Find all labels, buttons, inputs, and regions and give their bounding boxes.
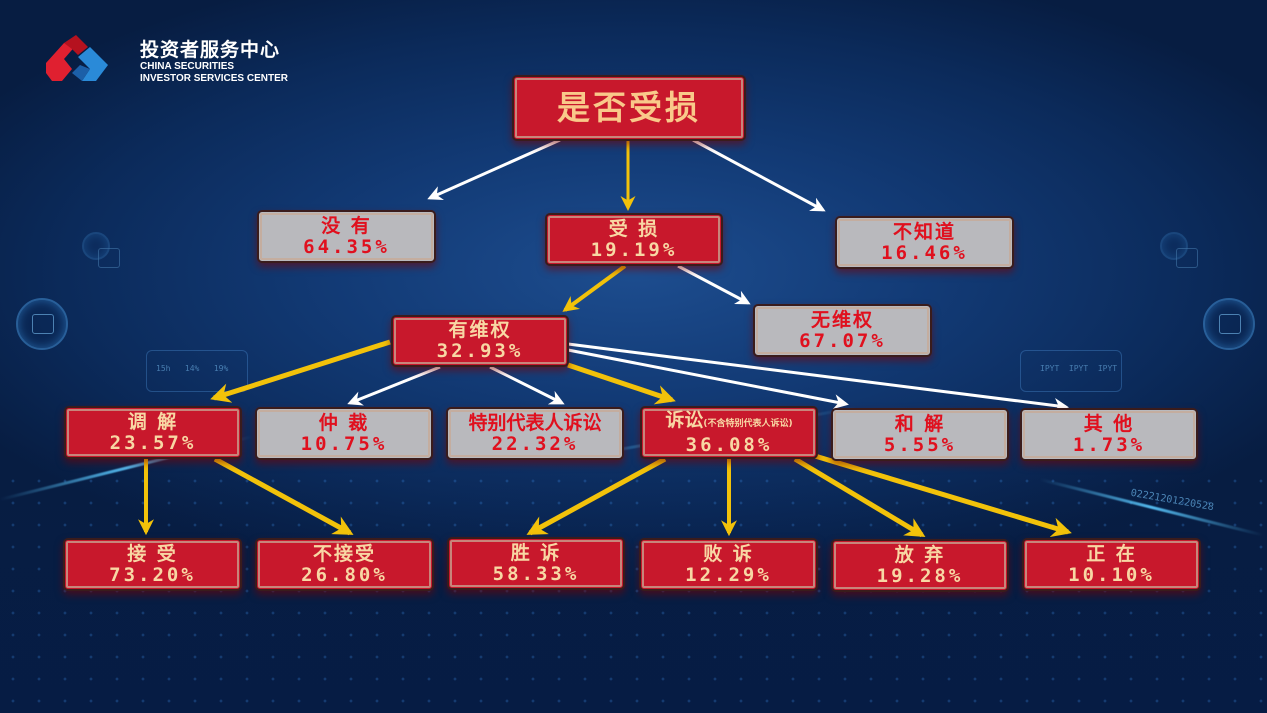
node-label: 是否受损 bbox=[557, 88, 701, 127]
arrow-rights-to-mediation bbox=[210, 339, 391, 403]
node-percent: 58.33% bbox=[492, 562, 580, 585]
node-percent: 23.57% bbox=[109, 431, 197, 454]
arrow-rights-to-arbitration bbox=[347, 365, 441, 406]
node-mediation: 调 解 23.57% bbox=[64, 406, 242, 459]
node-damaged: 受 损 19.19% bbox=[545, 213, 723, 266]
node-percent: 67.07% bbox=[799, 329, 886, 352]
hud-panel-right bbox=[1020, 350, 1122, 392]
node-percent: 19.28% bbox=[876, 564, 964, 587]
hud-value: 19% bbox=[213, 364, 229, 373]
node-accept: 接 受 73.20% bbox=[63, 538, 242, 591]
arrow-rights-to-special-litigation bbox=[489, 365, 565, 405]
node-ongoing: 正 在 10.10% bbox=[1022, 538, 1201, 591]
brand-name-en-line2: INVESTOR SERVICES CENTER bbox=[140, 73, 288, 84]
node-label: 放 弃 bbox=[894, 543, 946, 566]
node-settlement: 和 解 5.55% bbox=[831, 408, 1009, 461]
node-percent: 1.73% bbox=[1072, 433, 1146, 456]
node-label: 正 在 bbox=[1086, 542, 1137, 565]
arrow-rights-to-other bbox=[567, 342, 1069, 413]
brand-name-en: CHINA SECURITIES INVESTOR SERVICES CENTE… bbox=[140, 61, 288, 85]
node-percent: 73.20% bbox=[109, 563, 196, 586]
node-litigation: 诉讼(不含特别代表人诉讼) 36.08% bbox=[640, 406, 818, 459]
hud-panel-left bbox=[146, 350, 248, 392]
hud-value: IPYT bbox=[1040, 364, 1060, 373]
node-label: 败 诉 bbox=[703, 542, 754, 565]
node-percent: 36.08% bbox=[685, 433, 773, 456]
arrow-damaged-to-rights bbox=[562, 264, 627, 312]
node-label-note: (不含特别代表人诉讼) bbox=[703, 418, 793, 429]
arrow-litigation-to-ongoing bbox=[814, 453, 1072, 537]
node-label: 受 损 bbox=[608, 217, 660, 240]
arrow-litigation-to-win bbox=[526, 456, 667, 536]
arrow-litigation-to-abandon bbox=[793, 456, 926, 538]
node-percent: 22.32% bbox=[491, 432, 579, 455]
node-arbitration: 仲 裁 10.75% bbox=[255, 407, 433, 460]
arrow-rights-to-litigation bbox=[567, 362, 676, 405]
node-label: 仲 裁 bbox=[318, 411, 370, 434]
node-label-row: 诉讼(不含特别代表人诉讼) bbox=[665, 408, 793, 435]
arrow-root-to-unknown bbox=[692, 138, 826, 212]
hud-value: IPYT bbox=[1068, 364, 1089, 373]
node-label: 不知道 bbox=[892, 220, 956, 243]
node-label: 和 解 bbox=[894, 412, 946, 435]
node-label: 有维权 bbox=[448, 319, 512, 341]
arrow-rights-to-settlement bbox=[567, 348, 849, 410]
node-label: 其 他 bbox=[1083, 412, 1135, 435]
node-no-rights-pursued: 无维权 67.07% bbox=[753, 304, 932, 357]
node-label: 胜 诉 bbox=[510, 541, 562, 564]
node-percent: 10.10% bbox=[1068, 563, 1155, 586]
node-special-representative-litigation: 特别代表人诉讼 22.32% bbox=[446, 407, 624, 460]
hud-circle-right-small-icon bbox=[1160, 232, 1198, 268]
node-percent: 5.55% bbox=[883, 433, 957, 456]
node-percent: 32.93% bbox=[436, 340, 524, 362]
node-percent: 16.46% bbox=[881, 241, 968, 264]
node-unknown: 不知道 16.46% bbox=[835, 216, 1014, 269]
node-percent: 26.80% bbox=[301, 563, 388, 586]
node-label: 接 受 bbox=[127, 542, 178, 565]
brand-name-cn: 投资者服务中心 bbox=[140, 39, 281, 61]
arrow-mediation-to-reject bbox=[213, 456, 354, 536]
csisc-logo-icon bbox=[46, 35, 108, 81]
node-win: 胜 诉 58.33% bbox=[447, 537, 625, 590]
node-other: 其 他 1.73% bbox=[1020, 408, 1198, 461]
background-dot-grid bbox=[0, 470, 1267, 713]
node-none: 没 有 64.35% bbox=[257, 210, 436, 263]
hud-value: 14% bbox=[184, 364, 200, 373]
hud-circle-right-icon bbox=[1203, 298, 1255, 350]
node-abandon: 放 弃 19.28% bbox=[831, 539, 1009, 592]
node-root-is-damaged: 是否受损 bbox=[512, 75, 746, 141]
node-percent: 64.35% bbox=[303, 235, 390, 258]
hud-value: 15h bbox=[156, 364, 171, 373]
node-percent: 19.19% bbox=[590, 238, 678, 261]
node-lose: 败 诉 12.29% bbox=[639, 538, 818, 591]
node-label: 诉讼 bbox=[665, 408, 704, 431]
arrow-damaged-to-norights bbox=[677, 264, 751, 305]
node-label: 没 有 bbox=[321, 214, 372, 237]
node-label: 调 解 bbox=[127, 410, 179, 433]
hud-value: IPYT bbox=[1097, 364, 1118, 373]
node-rights-pursued: 有维权 32.93% bbox=[391, 315, 569, 367]
arrow-root-to-none bbox=[427, 138, 561, 200]
node-label: 不接受 bbox=[312, 542, 376, 565]
brand-name-en-line1: CHINA SECURITIES bbox=[140, 61, 235, 72]
hud-panel-left-values: 15h 14% 19% bbox=[156, 364, 228, 373]
hud-circle-left-small-icon bbox=[82, 232, 120, 268]
node-reject: 不接受 26.80% bbox=[255, 538, 434, 591]
node-label: 特别代表人诉讼 bbox=[468, 411, 602, 434]
node-percent: 10.75% bbox=[300, 432, 388, 455]
node-percent: 12.29% bbox=[685, 563, 772, 586]
hud-circle-left-icon bbox=[16, 298, 68, 350]
hud-panel-right-values: IPYT IPYT IPYT bbox=[1040, 364, 1117, 373]
node-label: 无维权 bbox=[810, 308, 874, 331]
